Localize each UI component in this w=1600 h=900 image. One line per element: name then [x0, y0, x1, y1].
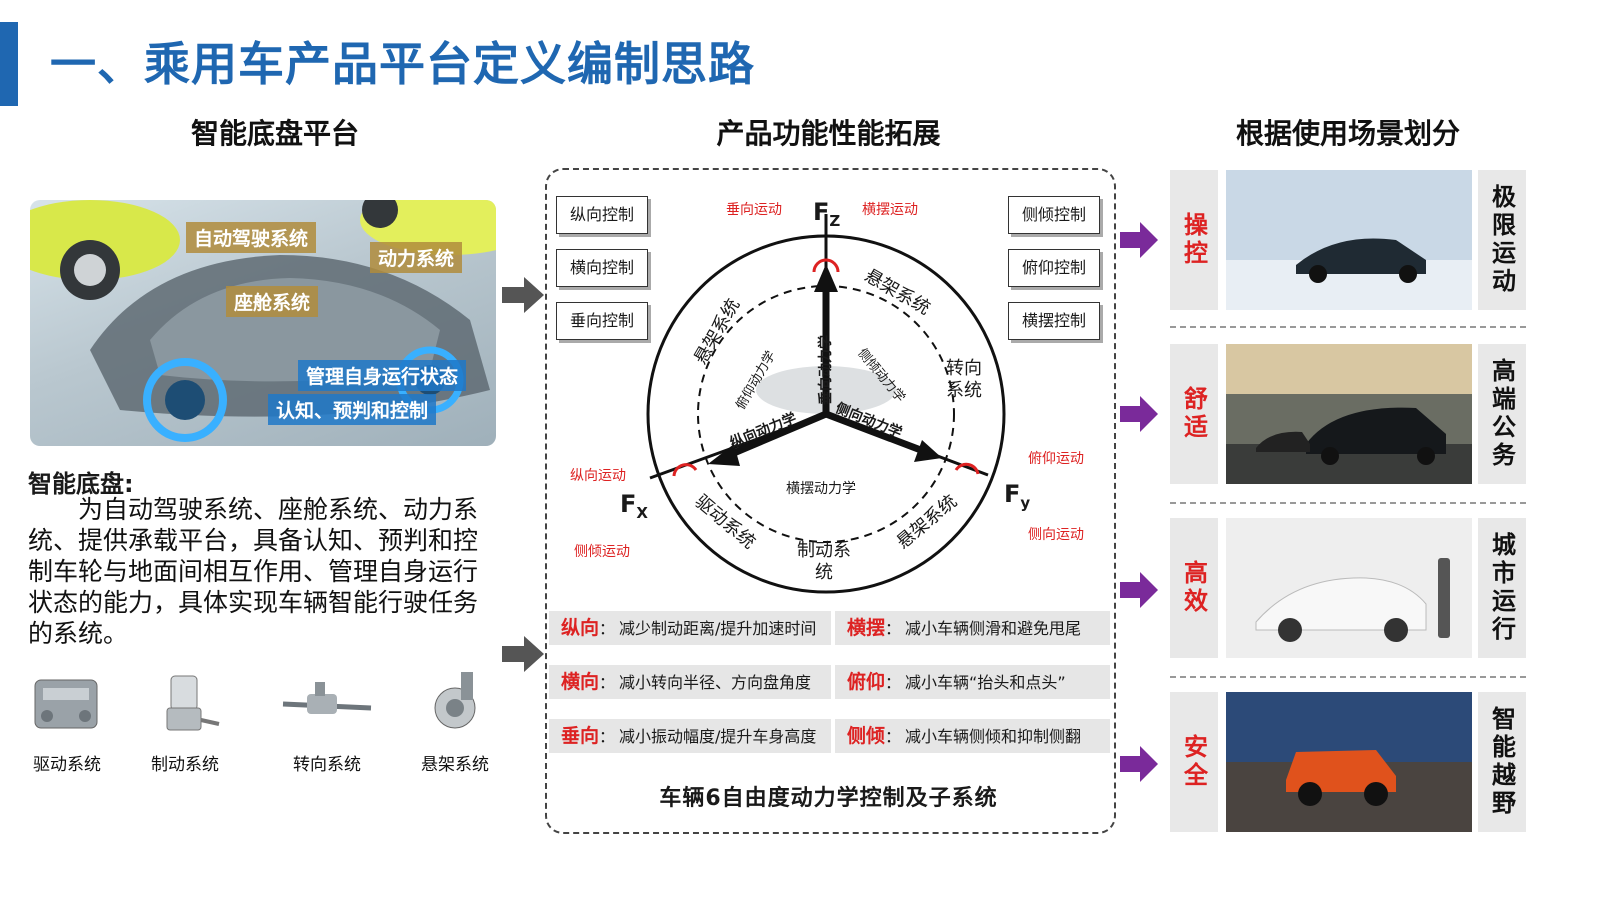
- chassis-hero-image: 自动驾驶系统 动力系统 座舱系统 管理自身运行状态 认知、预判和控制: [30, 200, 496, 446]
- force-fz: FZ: [813, 198, 841, 230]
- inner-yaw-dynamics: 横摆动力学: [786, 481, 856, 497]
- motion-lateral: 侧向运动: [1028, 527, 1084, 543]
- scene-row-handling: 操控 极限运动: [1170, 170, 1526, 310]
- arrow-right-icon: [502, 636, 544, 672]
- arrow-right-icon: [502, 277, 544, 313]
- info-cell: 垂向：减小振动幅度/提升车身高度: [549, 719, 831, 753]
- label-cockpit-system: 座舱系统: [226, 286, 319, 317]
- system-label: 转向系统: [293, 755, 361, 775]
- scene-name: 高端公务: [1478, 344, 1526, 484]
- page-title: 一、乘用车产品平台定义编制思路: [50, 37, 755, 91]
- divider: [1170, 502, 1526, 504]
- section-title-right: 根据使用场景划分: [1235, 117, 1460, 150]
- scene-name: 智能越野: [1478, 692, 1526, 832]
- system-label: 悬架系统: [421, 755, 489, 775]
- arrow-right-icon: [1120, 222, 1158, 258]
- inner-vertical-dynamics: 垂向动力学: [818, 335, 834, 405]
- control-yaw: 横摆控制: [1008, 302, 1100, 340]
- control-pitch: 俯仰控制: [1008, 249, 1100, 287]
- arrow-right-icon: [1120, 396, 1158, 432]
- control-roll: 侧倾控制: [1008, 196, 1100, 234]
- label-autonomous-driving: 自动驾驶系统: [186, 222, 317, 253]
- info-cell: 侧倾：减小车辆侧倾和抑制侧翻: [835, 719, 1110, 753]
- motion-longitudinal: 纵向运动: [570, 468, 626, 484]
- brake-unit-icon: [166, 675, 220, 731]
- dynamics-panel: [545, 168, 1116, 834]
- label-self-state-management: 管理自身运行状态: [298, 360, 467, 391]
- arrow-right-icon: [1120, 746, 1158, 782]
- info-cell: 俯仰：减小车辆“抬头和点头”: [835, 665, 1110, 699]
- steering-rack-icon: [282, 682, 372, 714]
- system-brake: 制动系统: [130, 668, 240, 775]
- scene-photo-ev: [1226, 518, 1472, 658]
- system-steering: 转向系统: [272, 668, 382, 775]
- info-cell: 纵向：减少制动距离/提升加速时间: [549, 611, 831, 645]
- scene-row-safety: 安全 智能越野: [1170, 692, 1526, 832]
- label-power-system: 动力系统: [370, 242, 463, 273]
- scene-category: 舒适: [1170, 344, 1218, 484]
- divider: [1170, 326, 1526, 328]
- info-cell: 横向：减小转向半径、方向盘角度: [549, 665, 831, 699]
- scene-name: 城市运行: [1478, 518, 1526, 658]
- divider: [1170, 676, 1526, 678]
- force-fy: Fy: [1004, 480, 1031, 512]
- info-cell: 横摆：减小车辆侧滑和避免甩尾: [835, 611, 1110, 645]
- label-perception-control: 认知、预判和控制: [268, 394, 437, 425]
- ring-steering: 转向系统: [946, 358, 982, 401]
- motion-vertical: 垂向运动: [726, 202, 782, 218]
- drive-unit-icon: [34, 679, 98, 729]
- system-label: 驱动系统: [33, 755, 101, 775]
- scene-category: 操控: [1170, 170, 1218, 310]
- scene-photo-offroad: [1226, 692, 1472, 832]
- scene-row-efficiency: 高效 城市运行: [1170, 518, 1526, 658]
- system-suspension: 悬架系统: [400, 668, 510, 775]
- scene-row-comfort: 舒适 高端公务: [1170, 344, 1526, 484]
- control-vertical: 垂向控制: [556, 302, 648, 340]
- scene-category: 高效: [1170, 518, 1218, 658]
- control-lateral: 横向控制: [556, 249, 648, 287]
- scene-name: 极限运动: [1478, 170, 1526, 310]
- smart-chassis-heading: 智能底盘:: [28, 470, 134, 498]
- scene-photo-sport-car: [1226, 170, 1472, 310]
- scene-category: 安全: [1170, 692, 1218, 832]
- section-title-left: 智能底盘平台: [190, 117, 359, 150]
- force-fx: FX: [620, 490, 648, 522]
- system-drive: 驱动系统: [12, 668, 122, 775]
- suspension-strut-icon: [434, 672, 476, 729]
- smart-chassis-description: 为自动驾驶系统、座舱系统、动力系统、提供承载平台，具备认知、预判和控制车轮与地面…: [28, 495, 479, 648]
- center-caption: 车辆6自由度动力学控制及子系统: [659, 786, 998, 811]
- control-longitudinal: 纵向控制: [556, 196, 648, 234]
- motion-pitch: 俯仰运动: [1028, 451, 1084, 467]
- system-label: 制动系统: [151, 755, 219, 775]
- motion-roll: 侧倾运动: [574, 544, 630, 560]
- arrow-right-icon: [1120, 572, 1158, 608]
- title-accent-bar: [0, 22, 18, 106]
- scene-photo-sedan: [1226, 344, 1472, 484]
- six-dof-diagram: [646, 214, 1006, 594]
- section-title-center: 产品功能性能拓展: [716, 117, 941, 150]
- ring-brake: 制动系统: [797, 540, 851, 583]
- motion-yaw: 横摆运动: [862, 202, 918, 218]
